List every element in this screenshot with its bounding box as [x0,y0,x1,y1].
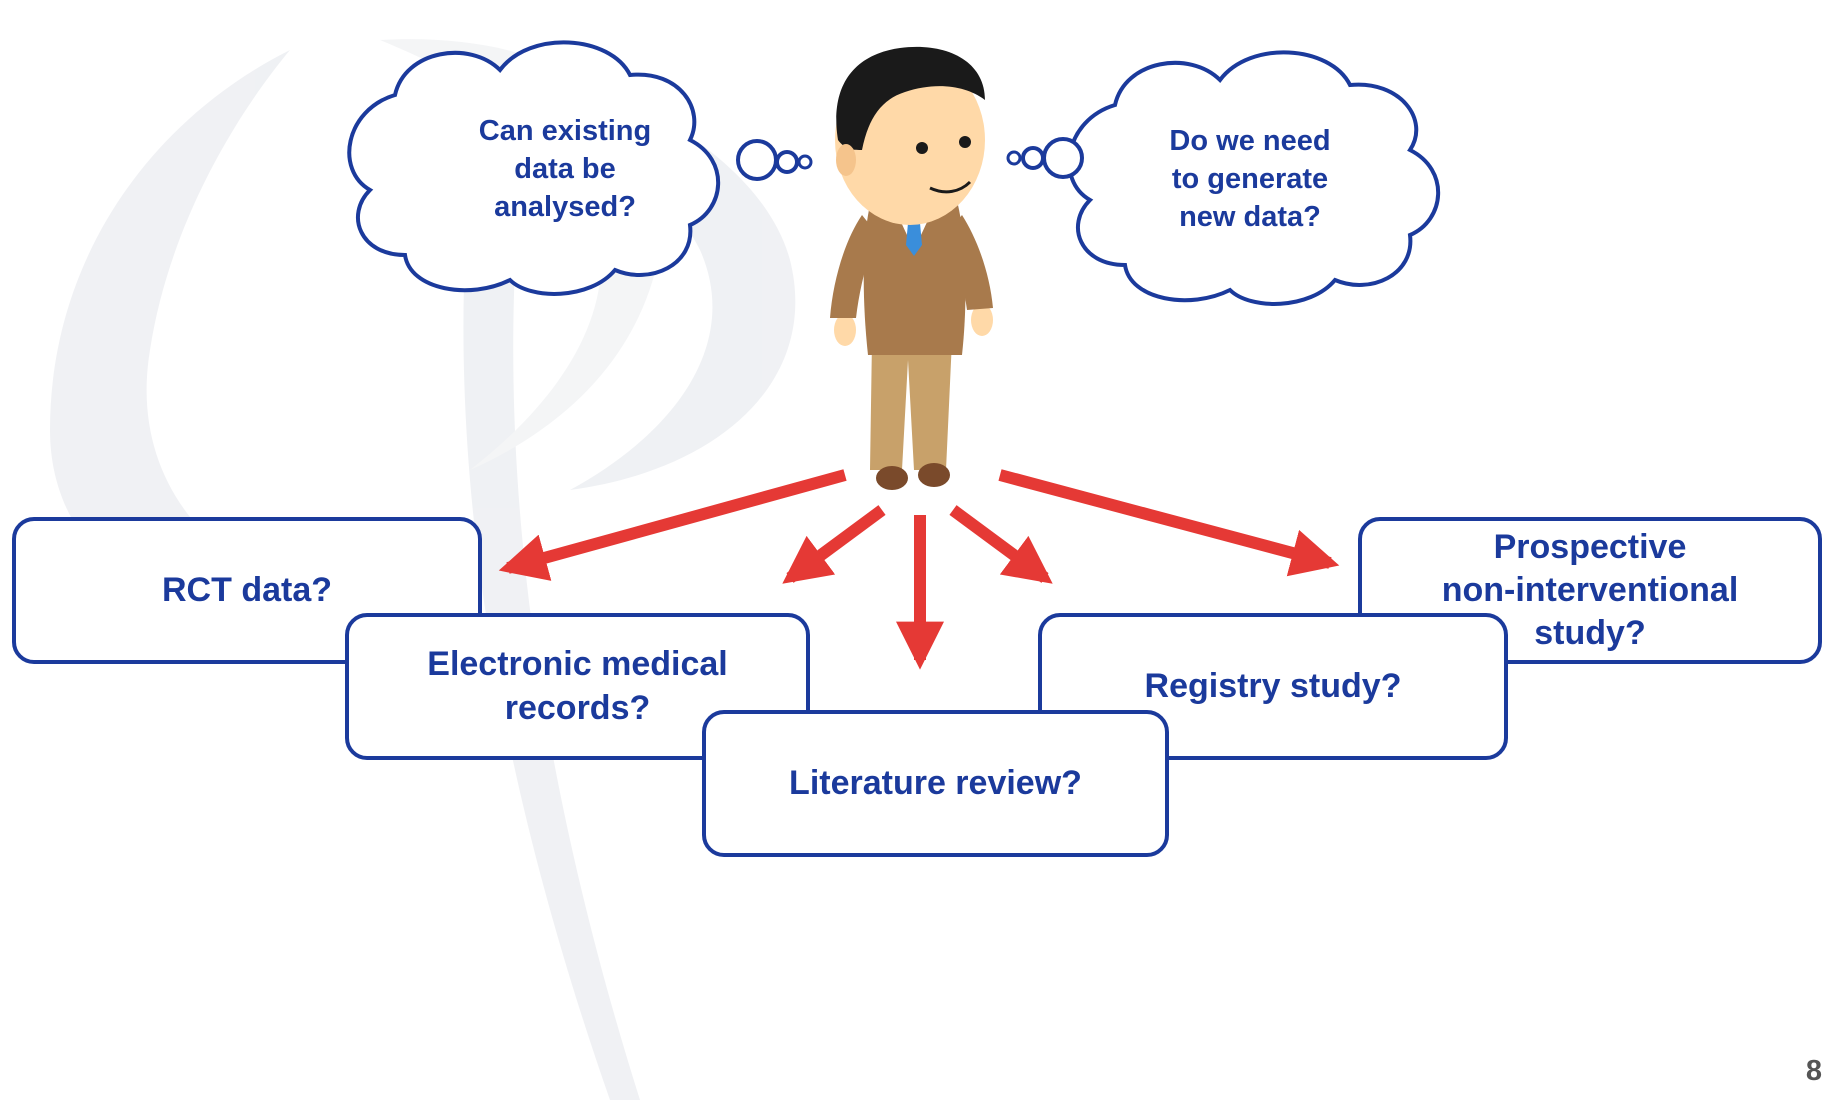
arrows [498,469,1340,670]
arrow-to-registry [949,505,1053,584]
option-label-registry: Registry study? [1144,666,1402,705]
option-box-prospective: Prospective non-interventional study? [1358,517,1822,664]
thought-right-text: Do we need to generate new data? [1169,125,1331,233]
arrow-to-prospective [998,469,1340,577]
option-label-rct: RCT data? [162,570,332,609]
arrow-to-emr [782,505,886,584]
option-label-prospective: Prospective non-interventional study? [1441,527,1739,653]
option-label-literature: Literature review? [789,763,1082,802]
page-number: 8 [1805,1055,1822,1087]
thought-bubble-right [1006,50,1441,306]
thought-bubble-left [347,40,813,296]
option-box-literature: Literature review? [702,710,1169,857]
thought-left-text: Can existing data be analysed? [478,115,652,223]
businessman-figure [830,46,993,490]
option-label-emr: Electronic medical records? [427,645,728,727]
arrow-to-rct [498,469,847,581]
